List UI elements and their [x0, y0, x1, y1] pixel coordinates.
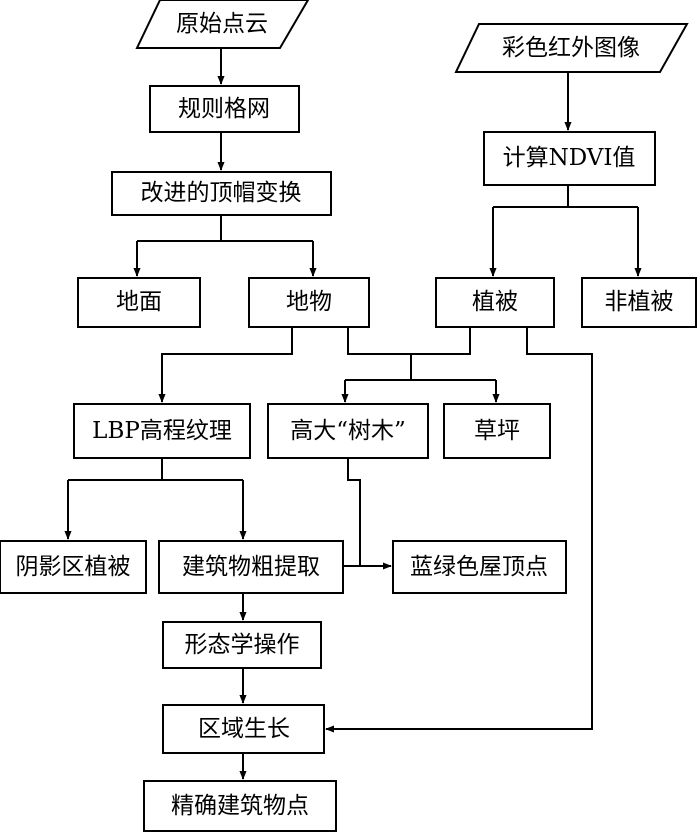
node-region-growing: 区域生长	[162, 704, 325, 754]
node-color-ir-image-label: 彩色红外图像	[502, 35, 640, 61]
node-improved-tophat: 改进的顶帽变换	[111, 171, 332, 216]
edge-trees-down	[347, 458, 361, 566]
node-lbp-texture-label: LBP高程纹理	[92, 418, 232, 444]
node-raw-point-cloud-label: 原始点云	[176, 11, 268, 37]
node-region-growing-label: 区域生长	[198, 716, 290, 742]
node-compute-ndvi: 计算NDVI值	[483, 131, 656, 186]
node-fine-building-label: 精确建筑物点	[171, 793, 309, 819]
node-building-rough-label: 建筑物粗提取	[182, 554, 320, 580]
node-regular-grid-label: 规则格网	[178, 96, 270, 122]
node-objects-label: 地物	[286, 289, 332, 315]
node-lawn: 草坪	[443, 403, 551, 459]
node-shadow-vegetation: 阴影区植被	[0, 540, 147, 594]
node-compute-ndvi-label: 计算NDVI值	[503, 145, 636, 171]
node-color-ir-image: 彩色红外图像	[454, 23, 689, 73]
node-regular-grid: 规则格网	[149, 85, 300, 133]
node-tall-trees: 高大“树木”	[267, 403, 429, 459]
node-tall-trees-label: 高大“树木”	[290, 418, 406, 444]
node-vegetation-label: 植被	[472, 289, 518, 315]
node-lbp-texture: LBP高程纹理	[73, 403, 251, 459]
edge-vegetation-to-region-growing	[325, 327, 593, 733]
node-fine-building: 精确建筑物点	[143, 780, 337, 832]
node-non-vegetation: 非植被	[581, 277, 697, 328]
edge-objects-to-lbp	[158, 327, 293, 403]
node-morphology-label: 形态学操作	[185, 632, 300, 658]
connectors	[64, 48, 642, 780]
node-shadow-vegetation-label: 阴影区植被	[16, 554, 131, 580]
node-blue-green-roof: 蓝绿色屋顶点	[392, 540, 567, 594]
node-improved-tophat-label: 改进的顶帽变换	[141, 180, 302, 206]
node-objects: 地物	[248, 277, 370, 328]
node-lawn-label: 草坪	[474, 418, 520, 444]
node-raw-point-cloud: 原始点云	[135, 0, 310, 49]
edge-objects-vegetation-join	[347, 327, 471, 355]
node-non-vegetation-label: 非植被	[605, 289, 674, 315]
node-building-rough: 建筑物粗提取	[158, 540, 344, 594]
node-blue-green-roof-label: 蓝绿色屋顶点	[410, 554, 548, 580]
node-ground-label: 地面	[116, 289, 162, 315]
node-ground: 地面	[77, 277, 201, 328]
node-vegetation: 植被	[435, 277, 555, 328]
node-morphology: 形态学操作	[162, 621, 322, 669]
